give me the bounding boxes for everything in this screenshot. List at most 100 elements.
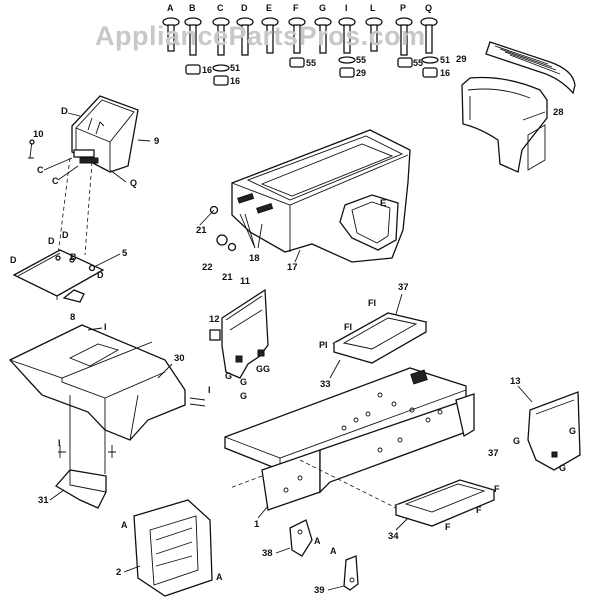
- step-letter: FI: [344, 322, 352, 332]
- part-number: 21: [196, 225, 207, 236]
- bolt-row: [162, 17, 438, 56]
- side-letter: G: [513, 436, 520, 446]
- part-number: 39: [314, 585, 325, 596]
- bolt-letter-labels: A B C D E F G I L P Q: [167, 3, 432, 13]
- part-number: 11: [240, 276, 251, 287]
- nut-labels: 16 51 16 55 55 29 55 51 16: [202, 55, 450, 86]
- bracket-letter: D: [48, 236, 55, 246]
- bolt-letter: P: [400, 3, 406, 13]
- part-number: 37: [488, 448, 499, 459]
- part-number: 37: [398, 282, 409, 293]
- part-33-footrest-pad: [332, 312, 428, 364]
- bolt-letter: F: [293, 3, 299, 13]
- bracket39-letter: A: [330, 546, 337, 556]
- pan-letter: I: [58, 438, 61, 448]
- part-number: 17: [287, 262, 298, 273]
- plate-letter: G: [240, 391, 247, 401]
- washer-label: 16: [230, 76, 240, 86]
- pan-letter: I: [104, 322, 107, 332]
- bolt-b: [184, 17, 202, 56]
- side-letter: G: [569, 426, 576, 436]
- part-31-support-bracket: [54, 445, 116, 509]
- part-number: 31: [38, 495, 49, 506]
- part-number: 28: [553, 107, 564, 118]
- cover-letter: A: [121, 520, 128, 530]
- bolt-c: [212, 17, 230, 56]
- part-number: 5: [122, 248, 128, 259]
- washer-label: 29: [356, 68, 366, 78]
- bolt-f: [288, 17, 306, 54]
- part-number: 10: [33, 129, 44, 140]
- plate-letter: G: [225, 371, 232, 381]
- bracket-letter: D: [97, 270, 104, 280]
- part-13-side-panel: [527, 391, 581, 471]
- hood-clips: [199, 205, 237, 252]
- part-number: 9: [154, 136, 159, 147]
- bolt-letter: A: [167, 3, 174, 13]
- bracket38-letter: A: [314, 536, 321, 546]
- bolt-letter: G: [319, 3, 326, 13]
- part-number: 18: [249, 253, 260, 264]
- frame-holes: [283, 392, 443, 493]
- washer-label: 51: [230, 63, 240, 73]
- part-38-bracket: [289, 519, 313, 557]
- bolt-letter: Q: [425, 3, 432, 13]
- cover-letter: A: [216, 572, 223, 582]
- washer-label: 51: [440, 55, 450, 65]
- bolt-l: [365, 17, 383, 52]
- washer-label: 16: [202, 65, 212, 75]
- part-11-side-plate: [221, 288, 269, 379]
- part-9-dash-panel: [71, 95, 139, 173]
- bracket-letter: D: [10, 255, 17, 265]
- bolt-letter: I: [345, 3, 348, 13]
- bolt-a: [162, 17, 180, 52]
- bolt-letter: L: [370, 3, 376, 13]
- lstep-letter: F: [494, 484, 500, 494]
- dash-letter: Q: [130, 178, 137, 188]
- lstep-letter: F: [476, 505, 482, 515]
- part-number: 8: [70, 312, 75, 323]
- part-number: 21: [222, 272, 233, 283]
- part-number: 33: [320, 379, 331, 390]
- washer-label: 55: [413, 58, 423, 68]
- part-34-footrest: [394, 479, 496, 527]
- dash-letter: D: [61, 106, 68, 117]
- part-30-fender-pan: [8, 324, 206, 474]
- bolt-g: [314, 17, 332, 54]
- bracket-letter: B: [70, 252, 77, 262]
- part-10-clip: [28, 139, 35, 159]
- bolt-e: [261, 17, 279, 54]
- bolt-letter: C: [217, 3, 224, 13]
- washer-label: 55: [356, 55, 366, 65]
- plate-letter: GG: [256, 364, 270, 374]
- bolt-letter: B: [189, 3, 196, 13]
- washer-label: 16: [440, 68, 450, 78]
- step-letter: PI: [319, 340, 328, 350]
- part-29-grille-insert: [485, 41, 576, 95]
- watermark: AppliancePartsPros.com: [95, 21, 426, 51]
- dash-letter: C: [52, 176, 59, 186]
- part-2-front-cover: [133, 499, 213, 597]
- part-number: 38: [262, 548, 273, 559]
- part-number: 1: [254, 519, 260, 530]
- part-12-pad: [209, 329, 221, 341]
- bolt-letter: D: [241, 3, 248, 13]
- plate-letter: G: [240, 377, 247, 387]
- part-1-main-frame: [224, 367, 475, 521]
- lstep-letter: F: [445, 522, 451, 532]
- part-number: 13: [510, 376, 521, 387]
- side-letter: G: [559, 463, 566, 473]
- part-number: 30: [174, 353, 185, 364]
- bolt-letter: E: [266, 3, 272, 13]
- part-28-grille: [461, 76, 548, 173]
- nut-row: [185, 56, 439, 86]
- dash-letter: C: [37, 165, 44, 175]
- part-number: 22: [202, 262, 213, 273]
- part-number: 29: [456, 54, 467, 65]
- bracket-letter: D: [62, 230, 69, 240]
- bolt-p: [395, 17, 413, 56]
- part-39-bracket: [343, 555, 359, 591]
- part-5-bracket-plate: [12, 249, 105, 303]
- step-letter: FI: [368, 298, 376, 308]
